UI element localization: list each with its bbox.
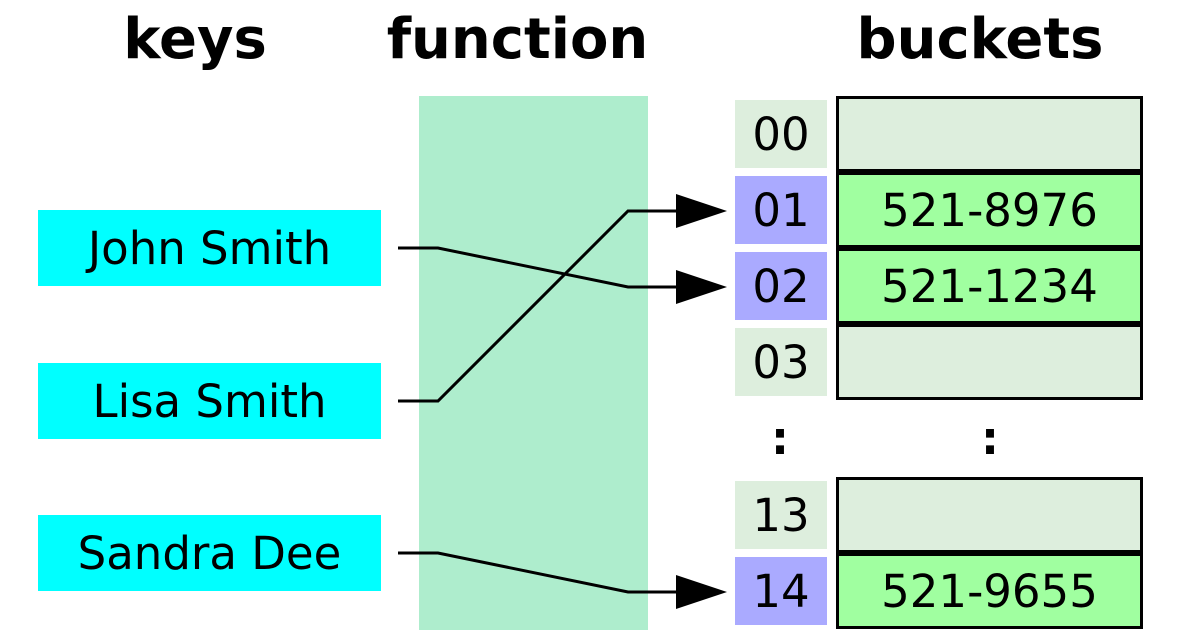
key-box: Sandra Dee	[38, 515, 381, 591]
bucket-cell	[836, 96, 1143, 172]
key-label: John Smith	[87, 221, 332, 275]
index-ellipsis: :	[771, 412, 789, 465]
bucket-value: 521-1234	[881, 259, 1098, 313]
arrow-lisa-smith	[398, 209, 690, 403]
key-label: Lisa Smith	[92, 374, 327, 428]
keys-heading: keys	[123, 7, 267, 72]
key-box: John Smith	[38, 210, 381, 286]
key-label: Sandra Dee	[77, 526, 342, 580]
arrowhead-icon	[676, 575, 727, 609]
bucket-index: 03	[735, 328, 827, 396]
bucket-index-label: 14	[752, 564, 810, 618]
bucket-index-label: 01	[752, 183, 810, 237]
bucket-index: 13	[735, 481, 827, 549]
bucket-value: 521-9655	[881, 564, 1098, 618]
arrowhead-icon	[676, 270, 727, 304]
hash-function-area	[419, 96, 648, 630]
arrow-john-smith	[398, 246, 690, 289]
bucket-cell: 521-8976	[836, 172, 1143, 248]
arrowhead-icon	[676, 194, 727, 228]
bucket-index-label: 02	[752, 259, 810, 313]
bucket-cell	[836, 477, 1143, 553]
bucket-ellipsis: :	[981, 412, 999, 465]
bucket-cell	[836, 324, 1143, 400]
bucket-index: 01	[735, 176, 827, 244]
buckets-heading: buckets	[856, 7, 1104, 72]
bucket-index-label: 00	[752, 107, 810, 161]
arrow-sandra-dee	[398, 551, 690, 594]
bucket-index-label: 13	[752, 488, 810, 542]
bucket-cell: 521-9655	[836, 553, 1143, 629]
bucket-index: 00	[735, 100, 827, 168]
bucket-value: 521-8976	[881, 183, 1098, 237]
bucket-index-label: 03	[752, 335, 810, 389]
bucket-index: 14	[735, 557, 827, 625]
function-heading: function	[386, 7, 649, 72]
bucket-cell: 521-1234	[836, 248, 1143, 324]
bucket-index: 02	[735, 252, 827, 320]
key-box: Lisa Smith	[38, 363, 381, 439]
